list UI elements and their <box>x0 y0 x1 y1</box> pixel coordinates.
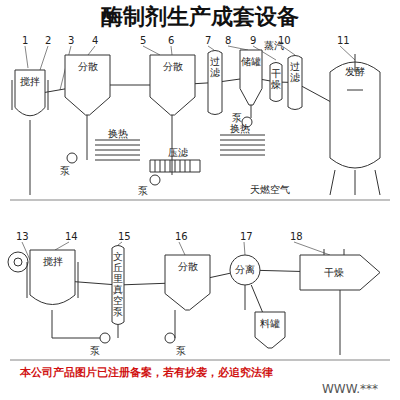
part-label: 换热 <box>108 128 128 139</box>
vessel-label: 文丘里真空泵 <box>112 251 124 317</box>
callout-number: 7 <box>205 35 211 46</box>
equipment-vessel: 料罐 <box>255 312 285 348</box>
part-label: 换热 <box>230 123 250 134</box>
vessel-label: 分散 <box>165 261 210 272</box>
equipment-vessel: 搅拌 <box>15 70 45 120</box>
equipment-vessel: 分离 <box>230 255 260 285</box>
pipe-line <box>124 283 165 284</box>
callout-number: 9 <box>250 35 256 46</box>
vessel-label: 搅拌 <box>15 76 45 87</box>
part-label: 泵 <box>138 185 148 196</box>
equipment-vessel: 搅拌 <box>30 250 75 310</box>
part-label: 泵 <box>176 345 186 356</box>
pipe-line <box>210 273 230 277</box>
equipment-vessel: 干燥 <box>270 62 282 102</box>
tank-outline <box>255 312 285 348</box>
pipe-line <box>302 86 330 101</box>
pipe-line <box>262 79 270 80</box>
callout-number: 5 <box>140 35 146 46</box>
equipment-vessel: 过滤 <box>288 55 302 110</box>
vessel-label: 分离 <box>230 264 260 275</box>
part-label: 蒸汽 <box>264 40 284 51</box>
equipment-vessel: 文丘里真空泵 <box>112 245 124 325</box>
part-label: 泵 <box>60 165 70 176</box>
pipe-line <box>251 285 262 312</box>
pipe-line <box>195 82 208 84</box>
vessel-label: 料罐 <box>255 318 285 329</box>
pipe-line <box>75 282 112 285</box>
callout-number: 14 <box>65 231 78 242</box>
pipe-line <box>282 82 288 83</box>
callout-number: 17 <box>240 231 253 242</box>
part-label: 泵 <box>232 112 242 123</box>
vessel-label: 过滤 <box>288 61 302 83</box>
equipment-vessel: 储罐 <box>240 50 262 105</box>
vessel-label: 发酵 <box>330 66 380 77</box>
vessel-label: 储罐 <box>240 56 262 67</box>
pipe-line <box>222 79 240 82</box>
callout-number: 4 <box>92 35 98 46</box>
vessel-label: 分散 <box>150 61 195 72</box>
equipment-vessel: 过滤 <box>208 50 222 115</box>
copyright-note: 本公司产品图片已注册备案，若有抄袭，必追究法律 <box>20 366 273 380</box>
part-label: 压滤 <box>168 147 188 158</box>
diagram-title: 酶制剂生产成套设备 <box>0 3 400 29</box>
equipment-vessel: 分散 <box>165 255 210 310</box>
callout-number: 1 <box>22 35 28 46</box>
callout-number: 16 <box>175 231 188 242</box>
callout-number: 11 <box>337 35 350 46</box>
callout-number: 3 <box>68 35 74 46</box>
callout-number: 8 <box>225 35 231 46</box>
callout-number: 18 <box>290 231 303 242</box>
equipment-vessel: 发酵 <box>330 60 380 170</box>
vessel-label: 搅拌 <box>30 256 75 267</box>
pipe-line <box>260 270 300 271</box>
part-label: 泵 <box>90 345 100 356</box>
vessel-label: 干燥 <box>270 68 282 90</box>
watermark: WWW.*** <box>322 384 378 395</box>
equipment-vessel: 分散 <box>65 55 110 115</box>
callout-number: 2 <box>45 35 51 46</box>
callout-number: 15 <box>118 231 131 242</box>
part-label: 天燃空气 <box>250 184 290 195</box>
callout-number: 6 <box>168 35 174 46</box>
callout-number: 13 <box>16 231 29 242</box>
vessel-label: 分散 <box>65 61 110 72</box>
pipe-line <box>110 85 150 86</box>
vessel-label: 过滤 <box>208 56 222 78</box>
equipment-vessel: 干燥 <box>300 255 380 290</box>
vessel-label: 干燥 <box>300 267 368 278</box>
equipment-vessel: 分散 <box>150 55 195 115</box>
